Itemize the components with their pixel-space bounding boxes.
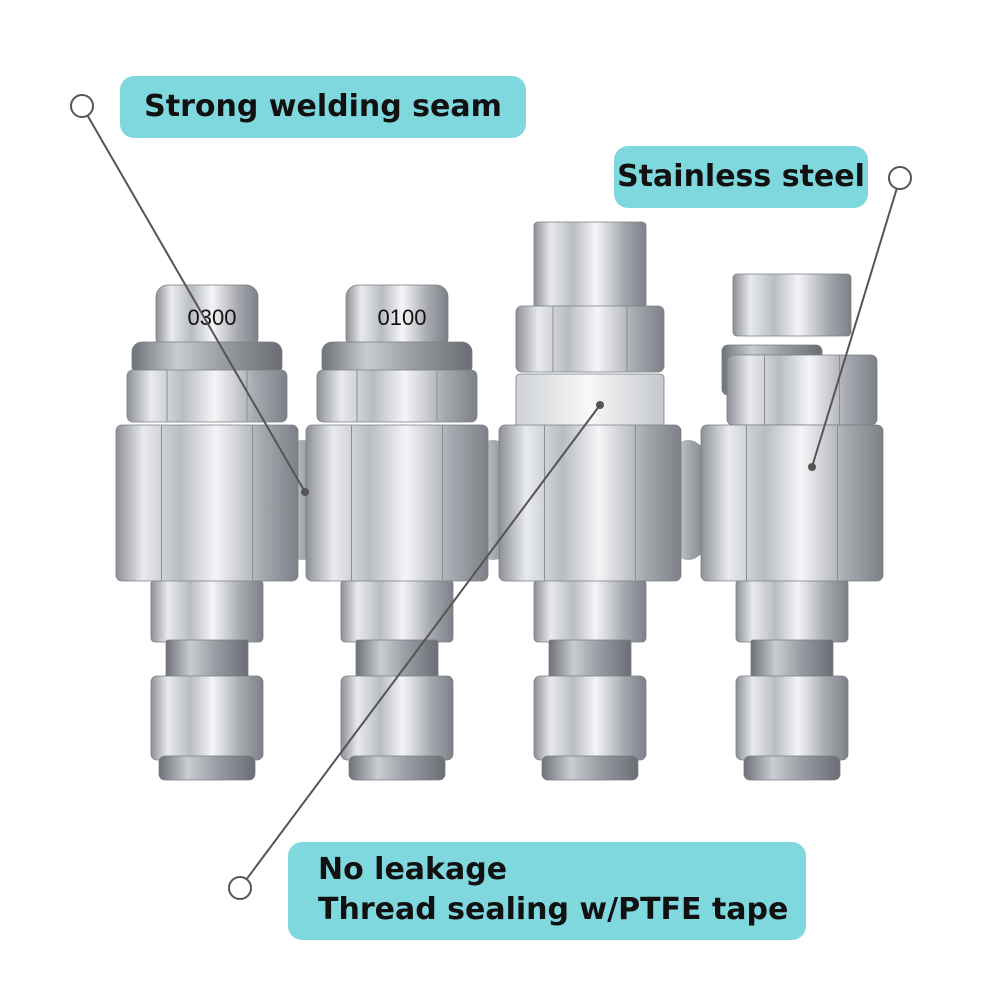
hex-body-face xyxy=(700,424,884,582)
leader-dot-icon xyxy=(301,488,309,496)
fitting-2: 0100 xyxy=(305,284,489,781)
plug-groove xyxy=(750,639,834,681)
callout-no-leakage-line2: Thread sealing w/PTFE tape xyxy=(318,892,789,927)
plug-lower-cylinder xyxy=(735,675,849,761)
hex-nut xyxy=(726,354,878,426)
hex-body-face xyxy=(115,424,299,582)
square-head xyxy=(732,273,852,337)
hex-body xyxy=(498,424,682,582)
leader-dot-icon xyxy=(596,401,604,409)
leader-line xyxy=(86,115,306,493)
hex-nut-face xyxy=(726,354,878,426)
plug-tip xyxy=(348,755,446,781)
plug-tip xyxy=(743,755,841,781)
callout-stainless-steel: Stainless steel xyxy=(614,146,868,208)
callout-stainless-steel-text: Stainless steel xyxy=(617,159,865,194)
leader-line xyxy=(245,404,601,880)
hex-body xyxy=(700,424,884,582)
plug-tip xyxy=(158,755,256,781)
hex-body xyxy=(305,424,489,582)
nozzle-size-label: 0300 xyxy=(188,305,237,330)
plug-lower-cylinder xyxy=(533,675,647,761)
callout-welding-seam: Strong welding seam xyxy=(120,76,526,138)
nozzle-size-label: 0100 xyxy=(378,305,427,330)
leader-circle-icon xyxy=(888,166,912,190)
leader-circle-icon xyxy=(70,94,94,118)
leader-line xyxy=(811,188,898,468)
fitting-1: 0300 xyxy=(115,284,299,781)
hex-nut-face xyxy=(515,305,665,373)
callout-no-leakage-line1: No leakage xyxy=(318,852,508,887)
plug-groove xyxy=(165,639,249,681)
leader-lines xyxy=(70,94,912,900)
plug-groove xyxy=(548,639,632,681)
plug-upper-cylinder xyxy=(340,579,454,643)
plug-groove xyxy=(355,639,439,681)
hex-nut-face xyxy=(126,369,288,423)
plug-lower-cylinder xyxy=(150,675,264,761)
hex-body-face xyxy=(305,424,489,582)
plug-upper-cylinder xyxy=(735,579,849,643)
square-head xyxy=(533,221,647,313)
fitting-3 xyxy=(498,221,682,781)
fitting-4 xyxy=(700,273,884,781)
ptfe-tape-band xyxy=(515,373,665,431)
plug-upper-cylinder xyxy=(533,579,647,643)
plug-lower-cylinder xyxy=(340,675,454,761)
hex-nut xyxy=(126,369,288,423)
hex-nut-face xyxy=(316,369,478,423)
plug-tip xyxy=(541,755,639,781)
hex-nut xyxy=(515,305,665,373)
callout-welding-seam-text: Strong welding seam xyxy=(144,89,502,124)
callout-no-leakage: No leakage Thread sealing w/PTFE tape xyxy=(288,842,806,940)
leader-dot-icon xyxy=(808,463,816,471)
leader-circle-icon xyxy=(228,876,252,900)
hex-nut xyxy=(316,369,478,423)
hex-body xyxy=(115,424,299,582)
plug-upper-cylinder xyxy=(150,579,264,643)
